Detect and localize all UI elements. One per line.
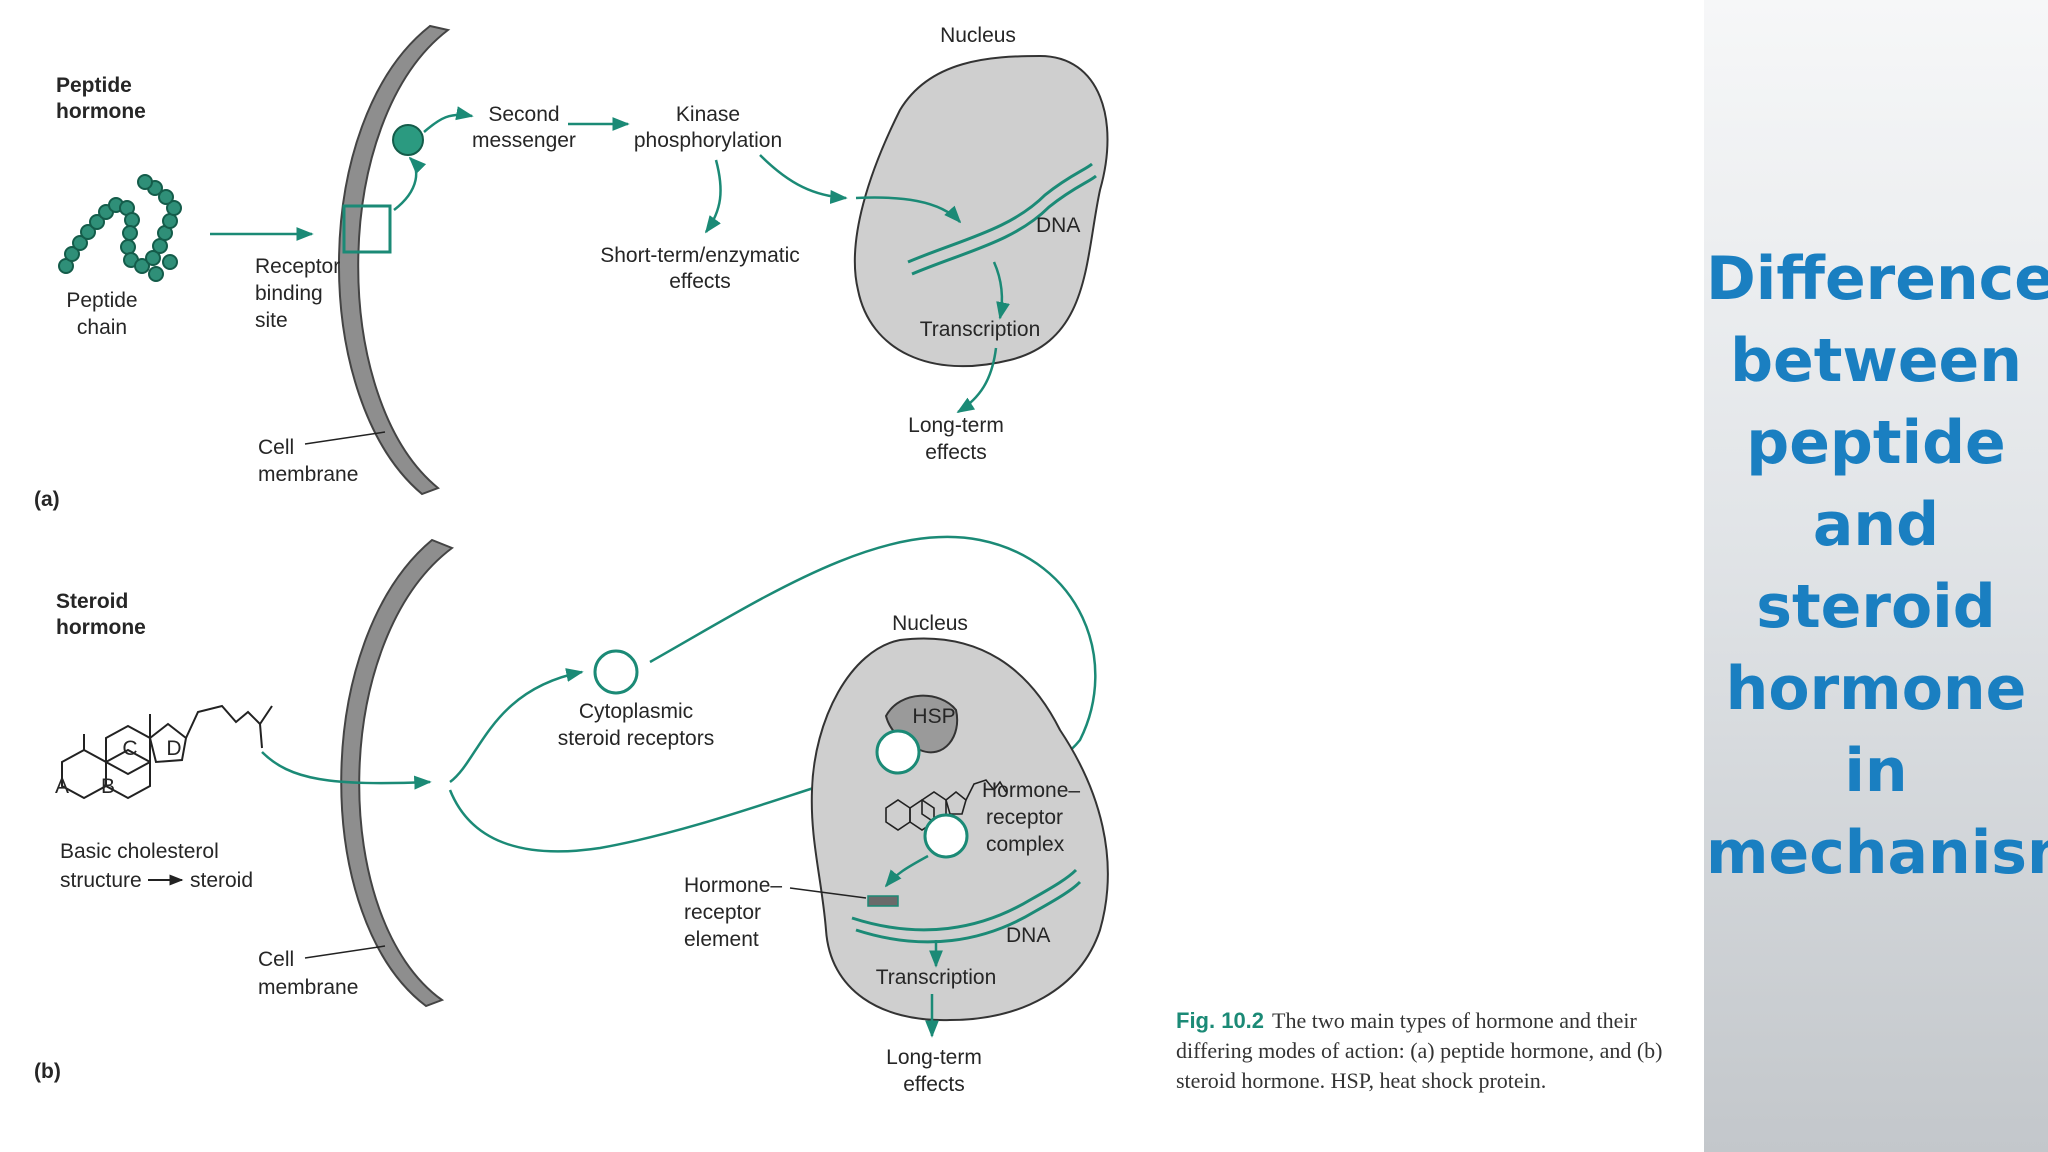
steroid-hormone-title: Steroid bbox=[56, 590, 128, 613]
dna-b-label: DNA bbox=[1006, 924, 1050, 947]
arrow-receptor-to-complex bbox=[649, 535, 1097, 770]
peptide-hormone-title: Peptide bbox=[56, 74, 132, 97]
receptor-label: Receptor bbox=[255, 255, 340, 278]
membrane-b-pointer bbox=[304, 945, 386, 959]
arrow-transcription-to-effects-a bbox=[956, 347, 998, 414]
hormone-receptor-complex bbox=[923, 813, 969, 859]
cell-membrane-a-label-2: membrane bbox=[258, 463, 358, 486]
steroid-hormone-title-2: hormone bbox=[56, 616, 146, 639]
receptor-binding-site-box bbox=[342, 204, 392, 254]
cytoplasmic-label: Cytoplasmic bbox=[579, 700, 693, 723]
arrow-messenger-out bbox=[423, 106, 474, 133]
cell-membrane-a-label: Cell bbox=[258, 436, 294, 459]
short-term-label: Short-term/enzymatic bbox=[600, 244, 800, 267]
arrow-kinase-to-nucleus bbox=[759, 154, 848, 204]
dna-strand-b-2 bbox=[855, 880, 1082, 944]
second-messenger-label-2: messenger bbox=[472, 129, 576, 152]
element-label: Hormone– bbox=[684, 874, 782, 897]
hormone-mechanism-figure: Peptide hormone Peptide chain Receptor b… bbox=[34, 24, 1109, 1096]
element-label-3: element bbox=[684, 928, 759, 951]
second-messenger-sphere bbox=[392, 124, 424, 156]
arrow-receptor-to-messenger bbox=[393, 156, 427, 211]
arrow-to-cytoplasmic-receptor bbox=[449, 668, 584, 784]
complex-label: Hormone– bbox=[982, 779, 1080, 802]
cholesterol-label-2a: structure bbox=[60, 869, 142, 892]
dna-a-label: DNA bbox=[1036, 214, 1080, 237]
arrow-steroid-into-cell bbox=[261, 751, 432, 790]
nuclear-receptor bbox=[875, 729, 921, 775]
transcription-b-label: Transcription bbox=[876, 966, 997, 989]
dna-strand-a-1 bbox=[907, 162, 1093, 264]
ring-b-label: B bbox=[101, 775, 115, 798]
cell-membrane-b bbox=[340, 538, 455, 1008]
arrow-complex-to-element bbox=[884, 854, 929, 888]
second-messenger-label: Second bbox=[488, 103, 559, 126]
slide-title: Difference between peptide and steroid h… bbox=[1706, 244, 2048, 888]
cholesterol-label-2b: steroid bbox=[190, 869, 253, 892]
ring-a-label: A bbox=[55, 775, 69, 798]
peptide-hormone-title-2: hormone bbox=[56, 100, 146, 123]
nucleus-b-label: Nucleus bbox=[892, 612, 968, 635]
complex-label-3: complex bbox=[986, 833, 1065, 856]
cytoplasmic-receptor bbox=[593, 649, 639, 695]
kinase-label: Kinase bbox=[676, 103, 740, 126]
cell-membrane-b-label-2: membrane bbox=[258, 976, 358, 999]
panel-b-tag: (b) bbox=[34, 1060, 61, 1083]
receptor-label-3: site bbox=[255, 309, 288, 332]
element-pointer bbox=[789, 887, 867, 899]
peptide-chain-label: Peptide bbox=[66, 289, 137, 312]
cell-membrane-a bbox=[338, 24, 451, 496]
peptide-chain-icon bbox=[58, 174, 182, 282]
cholesterol-label: Basic cholesterol bbox=[60, 840, 219, 863]
dna-strand-b-1 bbox=[851, 868, 1078, 932]
arrow-dna-to-transcription-a bbox=[992, 261, 1010, 320]
dna-strand-a-2 bbox=[911, 174, 1097, 276]
arrow-into-nucleus-a bbox=[855, 196, 962, 224]
figure-number: Fig. 10.2 bbox=[1176, 1008, 1265, 1033]
kinase-label-2: phosphorylation bbox=[634, 129, 782, 152]
ring-d-label: D bbox=[166, 737, 181, 760]
cholesterol-structure-icon bbox=[61, 704, 273, 800]
long-term-a-label: Long-term bbox=[908, 414, 1004, 437]
hsp-label: HSP bbox=[912, 705, 955, 728]
membrane-a-pointer bbox=[304, 431, 386, 445]
nucleus-a-label: Nucleus bbox=[940, 24, 1016, 47]
element-label-2: receptor bbox=[684, 901, 761, 924]
ring-c-label: C bbox=[122, 737, 137, 760]
short-term-label-2: effects bbox=[669, 270, 730, 293]
transcription-a-label: Transcription bbox=[920, 318, 1041, 341]
title-sidebar: Difference between peptide and steroid h… bbox=[1704, 0, 2048, 1152]
panel-a-tag: (a) bbox=[34, 488, 60, 511]
peptide-chain-label-2: chain bbox=[77, 316, 127, 339]
panel-b: Steroid hormone A B C D Basic cholestero… bbox=[34, 535, 1109, 1096]
caption-text: The two main types of hormone and their … bbox=[1176, 1008, 1663, 1093]
arrow-to-nuclear-receptor bbox=[448, 767, 874, 853]
panel-a: Peptide hormone Peptide chain Receptor b… bbox=[34, 24, 1109, 511]
cytoplasmic-label-2: steroid receptors bbox=[558, 727, 714, 750]
complex-label-2: receptor bbox=[986, 806, 1063, 829]
cell-membrane-b-label: Cell bbox=[258, 948, 294, 971]
nucleus-a bbox=[853, 54, 1109, 368]
long-term-a-label-2: effects bbox=[925, 441, 986, 464]
receptor-label-2: binding bbox=[255, 282, 323, 305]
long-term-b-label: Long-term bbox=[886, 1046, 982, 1069]
arrow-kinase-to-short-term bbox=[704, 159, 722, 234]
long-term-b-label-2: effects bbox=[903, 1073, 964, 1096]
hormone-receptor-element bbox=[867, 895, 899, 907]
